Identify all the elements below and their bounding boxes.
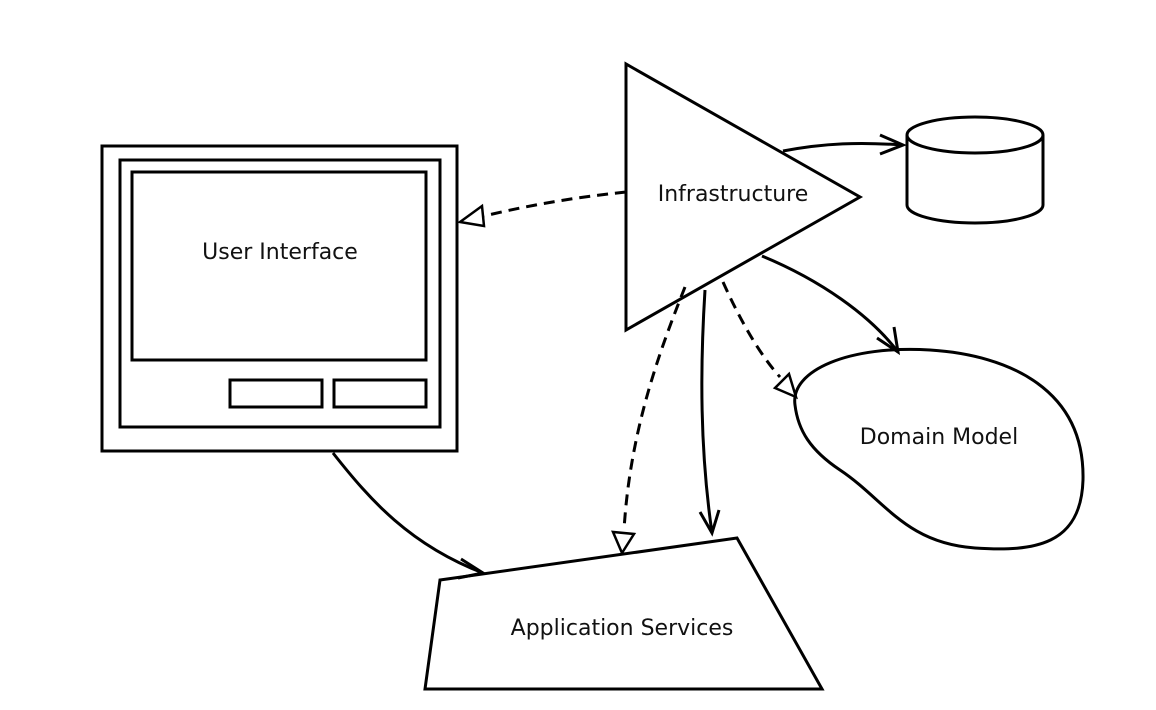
dependency-line-dashed [622, 286, 687, 531]
dependency-line-solid [782, 141, 904, 153]
dependency-line-solid [700, 289, 714, 534]
open-arrowhead [698, 509, 721, 537]
database-node [905, 115, 1045, 225]
domain-model-node: Domain Model [793, 347, 1085, 551]
monitor-button-left [228, 378, 324, 409]
hollow-triangle-arrowhead [456, 203, 486, 228]
user-interface-node: User Interface [100, 144, 459, 453]
application-services-node: Application Services [423, 536, 825, 691]
monitor-screen [130, 170, 428, 362]
open-arrowhead [876, 326, 901, 356]
database-cylinder-body [905, 115, 1045, 225]
application-services-trapezoid [423, 536, 825, 691]
monitor-button-right [332, 378, 428, 409]
dependency-line-dashed [721, 281, 782, 379]
edge-infrastructure-to-user-interface [456, 190, 627, 228]
edge-infrastructure-to-application-services-dashed [611, 286, 687, 556]
open-arrowhead [457, 557, 487, 580]
open-arrowhead [879, 133, 907, 156]
infrastructure-label: Infrastructure [658, 182, 809, 207]
infrastructure-node: Infrastructure [624, 61, 864, 333]
edge-infrastructure-to-domain-model-solid [761, 254, 901, 356]
edge-infrastructure-to-application-services-solid [698, 289, 721, 537]
database-cylinder-top-rim [905, 134, 1045, 155]
domain-model-label: Domain Model [860, 425, 1018, 450]
edge-infrastructure-to-domain-model-dashed [721, 281, 798, 400]
dependency-line-dashed [479, 190, 627, 219]
hollow-triangle-arrowhead [772, 371, 798, 400]
hollow-triangle-arrowhead [611, 530, 637, 556]
dependency-line-solid [761, 254, 900, 353]
edge-user-interface-to-application-services [331, 452, 487, 580]
infrastructure-triangle [624, 61, 864, 333]
user-interface-label: User Interface [202, 240, 358, 265]
dependency-line-solid [331, 452, 484, 575]
edge-infrastructure-to-database [782, 133, 907, 156]
application-services-label: Application Services [511, 616, 734, 641]
